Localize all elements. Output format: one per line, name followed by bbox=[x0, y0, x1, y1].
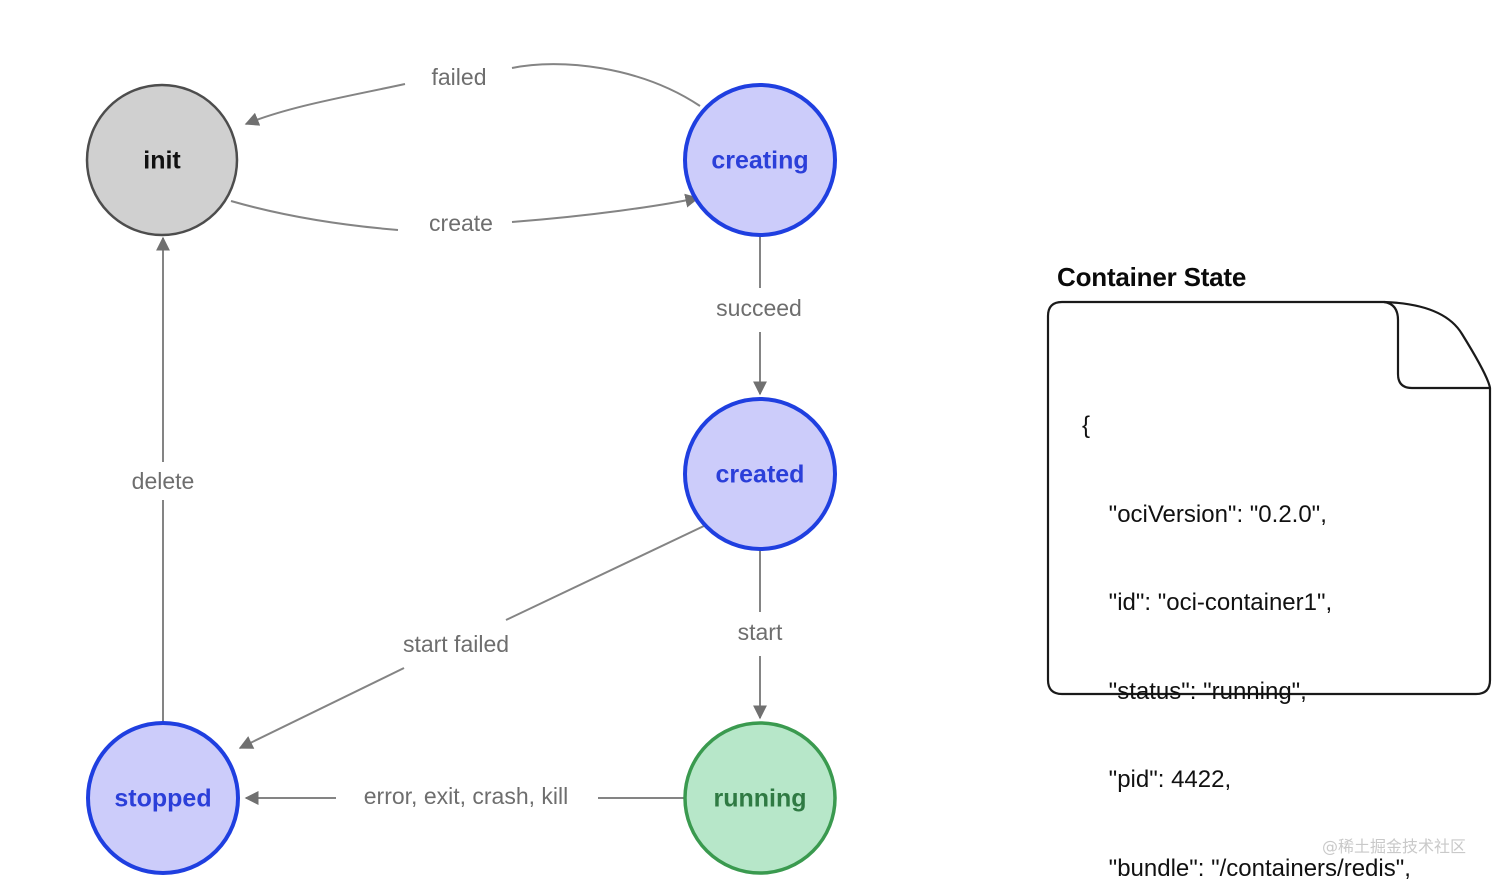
edge-line-startfailed-lower bbox=[238, 667, 405, 749]
state-node-running-circle[interactable] bbox=[683, 721, 837, 875]
state-node-created[interactable]: created bbox=[683, 397, 837, 551]
state-node-init[interactable]: init bbox=[85, 83, 239, 237]
edge-creating-to-init: failed bbox=[244, 63, 701, 126]
note-fold-path bbox=[1383, 300, 1490, 390]
edge-label-failed: failed bbox=[432, 64, 487, 90]
state-node-init-label: init bbox=[143, 147, 181, 175]
state-node-init-circle[interactable] bbox=[85, 83, 239, 237]
state-node-running-label: running bbox=[713, 785, 806, 813]
state-node-stopped[interactable]: stopped bbox=[86, 721, 240, 875]
state-node-creating-circle[interactable] bbox=[683, 83, 837, 237]
edge-created-to-running: start bbox=[738, 550, 783, 720]
state-node-creating[interactable]: creating bbox=[683, 83, 837, 237]
edge-label-delete: delete bbox=[132, 468, 195, 494]
state-node-creating-label: creating bbox=[711, 147, 808, 175]
edge-line-create-right bbox=[511, 193, 700, 223]
json-line: "bundle": "/containers/redis", bbox=[1082, 854, 1411, 882]
watermark: @稀土掘金技术社区 bbox=[1322, 837, 1467, 856]
json-line: "pid": 4422, bbox=[1082, 766, 1232, 793]
edge-created-to-stopped: start failed bbox=[238, 524, 707, 749]
state-node-stopped-label: stopped bbox=[114, 785, 211, 813]
edge-label-start: start bbox=[738, 619, 783, 645]
state-node-created-circle[interactable] bbox=[683, 397, 837, 551]
container-state-note-shape bbox=[1046, 300, 1492, 696]
edge-creating-to-created: succeed bbox=[716, 236, 802, 396]
edge-label-start-failed: start failed bbox=[403, 631, 509, 657]
edge-line-create-left bbox=[230, 200, 399, 231]
container-state-title: Container State bbox=[1057, 262, 1247, 292]
edge-label-create: create bbox=[429, 210, 493, 236]
container-state-json: { "ociVersion": "0.2.0", "id": "oci-cont… bbox=[1082, 352, 1482, 882]
json-line: "status": "running", bbox=[1082, 677, 1307, 705]
edge-line-failed-head bbox=[244, 83, 406, 126]
edge-label-succeed: succeed bbox=[716, 295, 802, 321]
edge-line-failed-right bbox=[511, 63, 701, 107]
edge-running-to-stopped: error, exit, crash, kill bbox=[244, 783, 684, 809]
edge-stopped-to-init: delete bbox=[132, 236, 195, 722]
json-line: "id": "oci-container1", bbox=[1082, 589, 1333, 616]
edge-init-to-creating: create bbox=[230, 193, 700, 236]
state-node-running[interactable]: running bbox=[683, 721, 837, 875]
edge-line-startfailed-upper bbox=[505, 524, 707, 621]
state-node-created-label: created bbox=[716, 461, 805, 489]
note-body-path bbox=[1046, 300, 1492, 696]
state-node-stopped-circle[interactable] bbox=[86, 721, 240, 875]
json-line: { bbox=[1082, 412, 1091, 439]
json-line: "ociVersion": "0.2.0", bbox=[1082, 500, 1327, 528]
edge-label-error-exit-crash-kill: error, exit, crash, kill bbox=[364, 783, 569, 809]
